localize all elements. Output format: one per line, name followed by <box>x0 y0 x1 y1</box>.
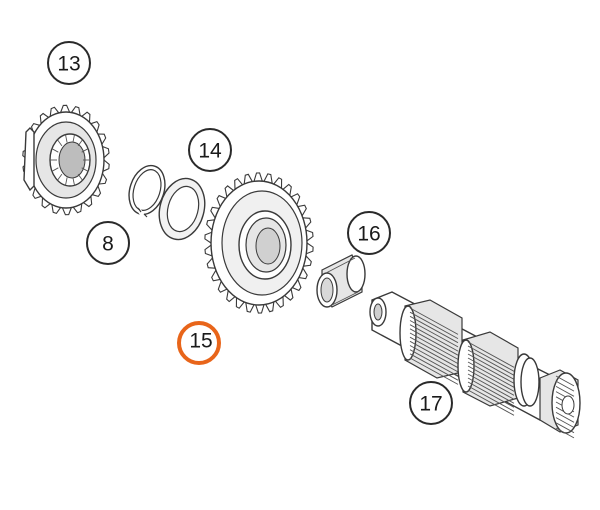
spline-ridge <box>555 422 575 434</box>
part-13-gear[interactable] <box>22 104 110 216</box>
inner-spline-ridge <box>81 167 89 172</box>
part-17-shaft[interactable] <box>369 291 581 439</box>
spline-ridge <box>409 320 459 348</box>
callout-17-label: 17 <box>419 393 442 416</box>
inner-spline-ridge <box>77 173 83 181</box>
inner-spline-ridge <box>51 167 59 172</box>
inner-spline-ridge <box>81 148 89 153</box>
part-16-bearing[interactable] <box>316 254 366 308</box>
callout-14-label: 14 <box>198 140 222 163</box>
spline-ridge <box>409 307 459 335</box>
inner-spline-ridge <box>57 173 63 181</box>
inner-spline-ridge <box>65 177 68 186</box>
spline-ridge <box>409 349 459 377</box>
spline-ridge <box>555 417 575 428</box>
spline-ridge <box>467 345 515 372</box>
inner-spline-ridge <box>57 139 63 147</box>
spline-ridge <box>555 412 575 423</box>
callout-14[interactable]: 14 <box>188 128 232 172</box>
spline-ridge <box>555 380 575 392</box>
spline-ridge <box>467 385 515 412</box>
spline-ridge <box>467 349 515 376</box>
callout-13-label: 13 <box>57 53 80 76</box>
spline-ridge <box>467 369 515 396</box>
callout-8[interactable]: 8 <box>86 221 130 265</box>
spline-ridge <box>409 336 459 364</box>
spline-ridge <box>409 315 459 344</box>
spline-ridge <box>409 332 459 360</box>
inner-spline-ridge <box>72 134 75 143</box>
spline-ridge <box>467 361 515 388</box>
callout-15-label: 15 <box>189 330 212 353</box>
callout-13[interactable]: 13 <box>47 41 91 85</box>
spline-ridge <box>467 357 515 384</box>
spline-ridge <box>467 377 515 404</box>
callout-8-label: 8 <box>102 233 114 256</box>
spline-ridge <box>467 341 515 368</box>
spline-ridge <box>409 345 459 373</box>
spline-ridge <box>409 353 459 381</box>
spline-ridge <box>555 386 575 397</box>
callout-16[interactable]: 16 <box>347 211 391 255</box>
inner-spline-ridge <box>51 148 59 153</box>
gear-tooth <box>254 304 265 314</box>
spline-ridge <box>467 353 515 380</box>
part-14-washer[interactable] <box>153 173 212 244</box>
spline-ridge <box>409 311 459 339</box>
spline-ridge <box>409 357 459 385</box>
callout-17[interactable]: 17 <box>409 381 453 425</box>
part-15-gear[interactable] <box>204 172 314 314</box>
inner-spline-ridge <box>77 139 83 147</box>
gear-tooth <box>253 172 264 182</box>
spline-ridge <box>467 389 515 416</box>
inner-spline-ridge <box>72 177 75 186</box>
spline-ridge <box>467 381 515 408</box>
spline-ridge <box>555 375 575 387</box>
spline-ridge <box>409 324 459 352</box>
spline-ridge <box>467 373 515 400</box>
spline-ridge <box>467 365 515 392</box>
callout-15[interactable]: 15 <box>177 321 221 365</box>
spline-ridge <box>409 340 459 369</box>
spline-ridge <box>409 328 459 356</box>
inner-spline-ridge <box>65 134 68 143</box>
spline-ridge <box>555 427 575 439</box>
callout-16-label: 16 <box>357 223 380 246</box>
